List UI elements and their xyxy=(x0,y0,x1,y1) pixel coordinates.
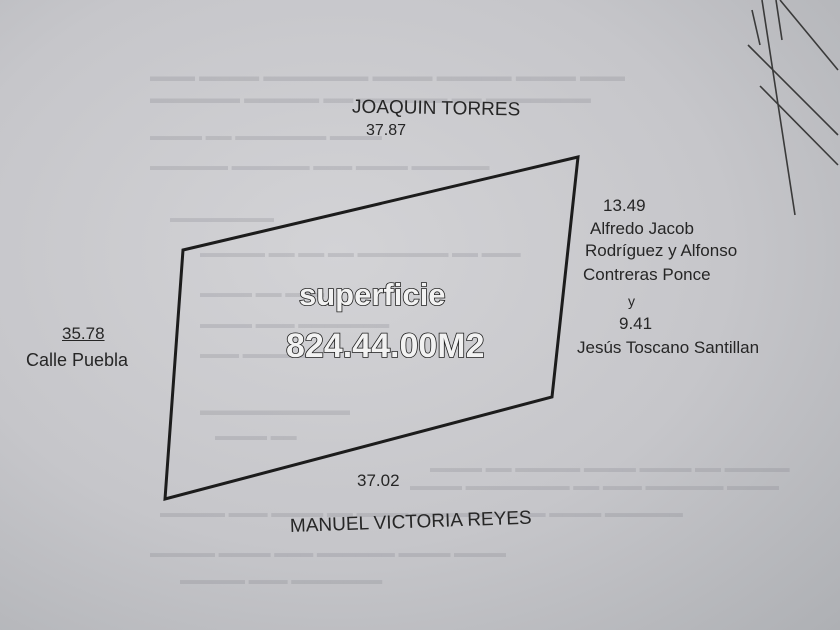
bleed-through-line: ▬▬▬▬▬ ▬▬▬▬ ▬▬▬ ▬▬▬▬▬▬ ▬▬▬▬ ▬▬▬▬ xyxy=(150,545,507,560)
bleed-through-line: ▬▬▬ ▬▬▬▬ ▬▬▬▬▬▬▬ ▬▬▬▬ ▬▬▬▬▬ ▬▬▬▬ ▬▬▬ xyxy=(150,68,626,85)
bleed-through-line: ▬▬▬▬▬▬▬▬▬▬ xyxy=(200,402,350,419)
area-value: 824.44.00M2 xyxy=(285,326,485,366)
bleed-through-line: ▬▬▬▬ ▬▬ ▬▬▬▬▬ ▬▬▬▬ ▬▬▬▬ ▬▬ ▬▬▬▬▬ xyxy=(430,460,790,475)
bleed-through-line: ▬▬▬▬ ▬▬▬ ▬▬▬▬▬▬▬ xyxy=(200,316,390,331)
bleed-through-line: ▬▬▬▬▬▬ ▬▬▬▬▬▬ ▬▬▬ ▬▬▬▬ ▬▬▬▬▬▬ xyxy=(150,158,490,173)
east-length-2: 9.41 xyxy=(619,314,653,333)
bleed-through-line: ▬▬▬ ▬▬▬▬▬ xyxy=(200,346,308,361)
south-length: 37.02 xyxy=(357,471,400,490)
bleed-through-line: ▬▬▬▬▬ ▬▬▬ ▬▬▬▬ ▬▬ ▬▬▬▬ ▬▬▬▬▬▬▬ ▬▬▬ ▬▬▬▬ … xyxy=(160,505,683,520)
west-street: Calle Puebla xyxy=(26,350,129,370)
east-owner-1-line-3: Contreras Ponce xyxy=(583,265,711,284)
east-owner-2: Jesús Toscano Santillan xyxy=(577,338,760,357)
bleed-through-line: ▬▬▬▬▬▬▬▬ xyxy=(170,210,274,225)
bleed-through-line: ▬▬▬▬ ▬▬ ▬▬▬▬▬▬▬ ▬▬▬▬ xyxy=(150,128,382,143)
north-length: 37.87 xyxy=(366,122,407,139)
east-conjunction: y xyxy=(628,293,635,309)
bleed-through-line: ▬▬▬▬▬▬ ▬▬▬▬▬ ▬▬ ▬▬▬▬▬▬ ▬▬ ▬▬▬▬▬▬▬ xyxy=(150,90,591,107)
lot-boundary xyxy=(163,155,580,501)
east-owner-1-line-2: Rodríguez y Alfonso xyxy=(585,241,738,260)
bleed-through-line: ▬▬▬▬ ▬▬ ▬▬▬ xyxy=(200,285,325,300)
bleed-through-line: ▬▬▬▬▬ ▬▬ ▬▬ ▬▬ ▬▬▬▬▬▬▬ ▬▬ ▬▬▬ xyxy=(200,245,521,260)
east-length-1: 13.49 xyxy=(603,196,646,215)
corner-marks xyxy=(747,0,839,216)
area-label: superficie xyxy=(298,276,446,313)
bleed-through-line: ▬▬▬▬ ▬▬▬▬▬▬▬▬ ▬▬ ▬▬▬ ▬▬▬▬▬▬ ▬▬▬▬ xyxy=(410,478,780,493)
west-length: 35.78 xyxy=(62,324,105,343)
north-owner: JOAQUIN TORRES xyxy=(351,96,521,121)
bleed-through-line: ▬▬▬▬ ▬▬ xyxy=(215,428,297,443)
east-owner-1-line-1: Alfredo Jacob xyxy=(590,219,694,238)
bleed-through-line: ▬▬▬▬▬ ▬▬▬ ▬▬▬▬▬▬▬ xyxy=(180,572,383,587)
